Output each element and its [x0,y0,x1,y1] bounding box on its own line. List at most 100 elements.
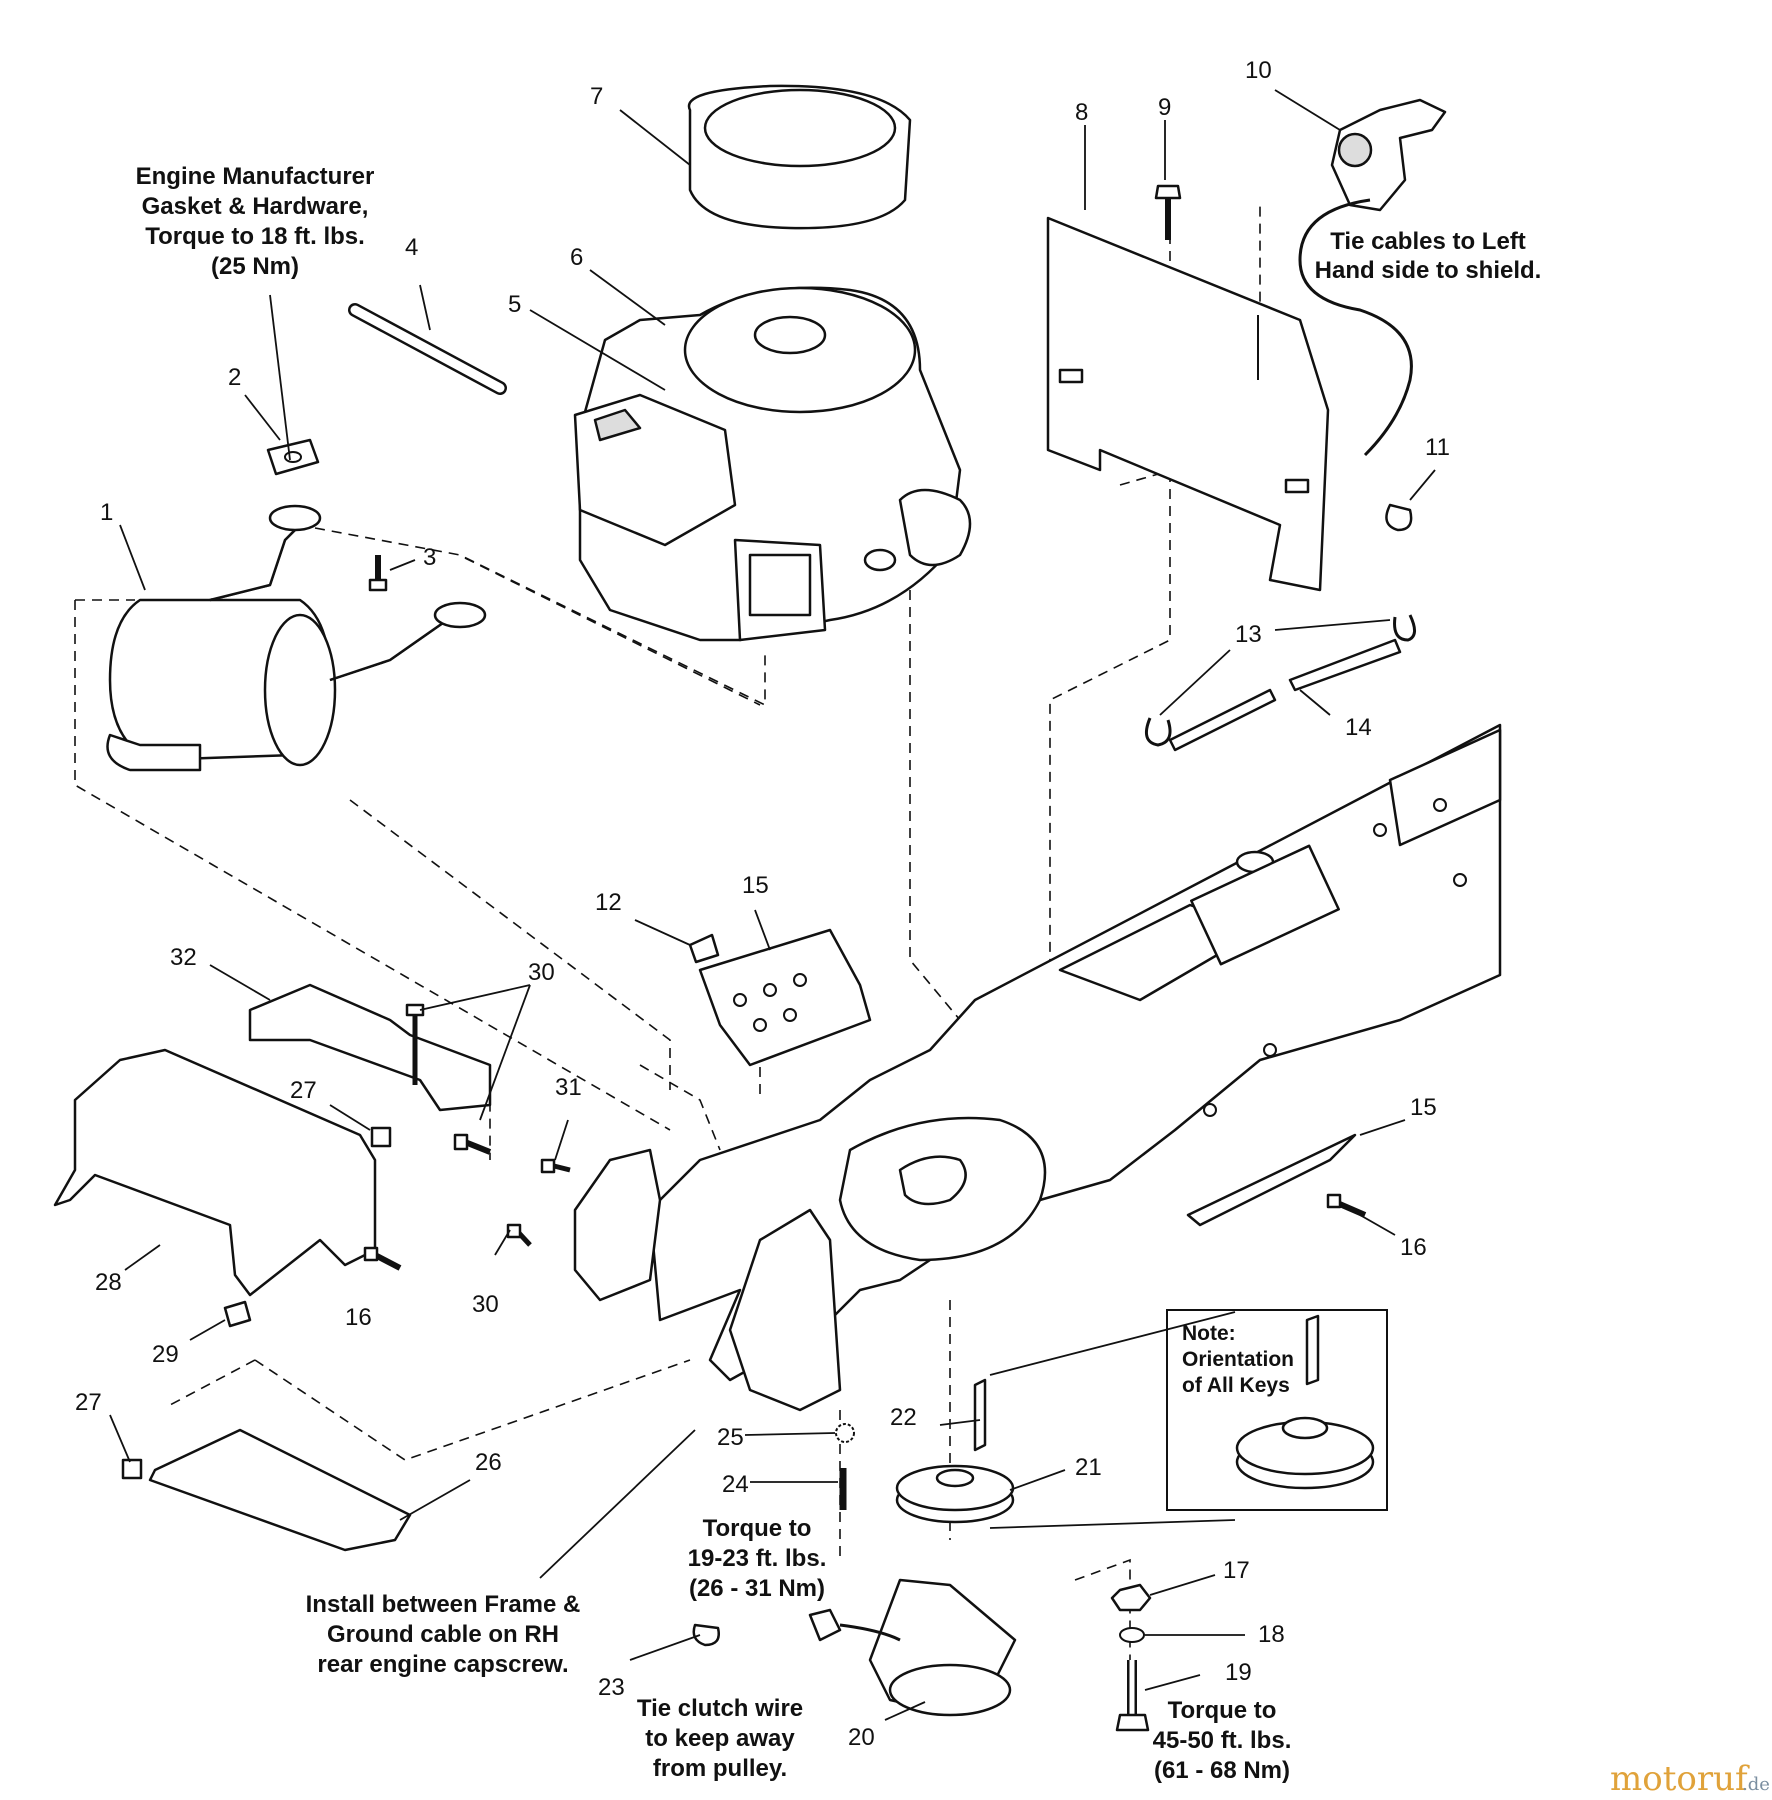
washer-25 [835,1423,855,1443]
clip-27a [370,1126,392,1148]
throttle-control [1298,98,1447,457]
front-hood-28 [53,1048,377,1297]
note-engine-gasket: Engine Manufacturer Gasket & Hardware, T… [136,163,375,280]
callout-10: 10 [1245,57,1272,84]
callout-27-low: 27 [75,1389,102,1416]
bolt-9 [1154,184,1182,240]
callout-29: 29 [152,1341,179,1368]
callout-numbers: 7 6 5 4 2 3 1 8 9 10 11 13 14 12 15 32 3… [75,57,1450,1751]
callout-16-right: 16 [1400,1234,1427,1261]
tube-front [1168,688,1277,752]
callout-11: 11 [1425,434,1450,461]
note-install-between: Install between Frame & Ground cable on … [306,1591,581,1678]
callout-27-top: 27 [290,1077,317,1104]
stud [348,303,507,395]
clip-27b [121,1458,143,1480]
callout-2: 2 [228,364,241,391]
note-torque-24: Torque to 19-23 ft. lbs. (26 - 31 Nm) [688,1515,827,1602]
clip-12 [688,933,720,964]
muffler [106,504,487,772]
note-install-line1: Install between Frame & [306,1591,581,1618]
note-tie-clutch: Tie clutch wire to keep away from pulley… [637,1695,803,1782]
note-torque19-line1: Torque to [1168,1697,1277,1724]
bolt-19 [1115,1660,1150,1732]
callout-28: 28 [95,1269,122,1296]
callout-20: 20 [848,1724,875,1751]
callout-5: 5 [508,291,521,318]
note-tie-cables-line1: Tie cables to Left [1330,228,1526,255]
note-install-line3: rear engine capscrew. [317,1651,568,1678]
note-tie-clutch-line2: to keep away [645,1725,795,1752]
bolt-30-low [506,1223,532,1247]
note-torque-19: Torque to 45-50 ft. lbs. (61 - 68 Nm) [1153,1697,1292,1784]
deflector-top [698,928,872,1067]
clip-23 [692,1623,720,1647]
cable-clip-11 [1385,503,1413,532]
front-bracket-right [728,1208,842,1412]
note-torque24-line2: 19-23 ft. lbs. [688,1545,827,1572]
front-bracket-left [573,1148,662,1302]
plate-26 [148,1428,412,1552]
bolt-16-right [1326,1193,1367,1218]
clip-13a [1144,717,1172,747]
callout-22: 22 [890,1404,917,1431]
callout-15-top: 15 [742,872,769,899]
bolt-3 [368,555,388,592]
callout-23: 23 [598,1674,625,1701]
keys-note-line2: Orientation [1182,1348,1294,1371]
watermark: motoruf .de [1610,1759,1770,1799]
keys-note-line1: Note: [1182,1322,1236,1345]
callout-16-left: 16 [345,1304,372,1331]
key-22 [973,1378,987,1452]
note-engine-gasket-line4: (25 Nm) [211,253,299,280]
callout-32: 32 [170,944,197,971]
callout-30-top: 30 [528,959,555,986]
callout-3: 3 [423,544,436,571]
bolt-16-left [363,1246,402,1271]
callout-21: 21 [1075,1454,1102,1481]
clutch-20 [808,1578,1017,1717]
note-tie-clutch-line3: from pulley. [653,1755,787,1782]
note-engine-gasket-line3: Torque to 18 ft. lbs. [145,223,365,250]
pulley-21 [895,1464,1015,1524]
callout-9: 9 [1158,94,1171,121]
nut-17 [1110,1583,1152,1612]
callout-26: 26 [475,1449,502,1476]
tube-rear [1288,638,1402,692]
note-engine-gasket-line2: Gasket & Hardware, [142,193,369,220]
bolt-30-mid [453,1133,492,1155]
note-tie-cables-line2: Hand side to shield. [1315,257,1542,284]
callout-31: 31 [555,1074,582,1101]
note-torque24-line3: (26 - 31 Nm) [689,1575,825,1602]
watermark-brand: motoruf [1610,1759,1750,1799]
callout-14: 14 [1345,714,1372,741]
leader-lines [109,89,1436,1721]
main-frame [648,723,1502,1382]
bolt-31 [540,1158,571,1174]
note-tie-clutch-line1: Tie clutch wire [637,1695,803,1722]
gasket [266,438,320,476]
callout-18: 18 [1258,1621,1285,1648]
keys-note-box: Note: Orientation of All Keys [1166,1309,1388,1511]
note-engine-gasket-line1: Engine Manufacturer [136,163,375,190]
clip-13b [1393,614,1416,642]
callout-30-low: 30 [472,1291,499,1318]
note-torque19-line2: 45-50 ft. lbs. [1153,1727,1292,1754]
washer-18 [1119,1627,1145,1643]
callout-6: 6 [570,244,583,271]
engine [573,286,972,642]
callout-24: 24 [722,1471,749,1498]
bracket-32 [248,983,492,1112]
callout-8: 8 [1075,99,1088,126]
callout-25: 25 [717,1424,744,1451]
heat-shield [1046,216,1330,592]
callout-13: 13 [1235,621,1262,648]
air-cleaner-cover [687,84,912,230]
callout-7: 7 [590,83,603,110]
note-install-line2: Ground cable on RH [327,1621,559,1648]
callout-17: 17 [1223,1557,1250,1584]
callout-1: 1 [100,499,113,526]
deflector-side [1186,1133,1357,1227]
callout-15-right: 15 [1410,1094,1437,1121]
